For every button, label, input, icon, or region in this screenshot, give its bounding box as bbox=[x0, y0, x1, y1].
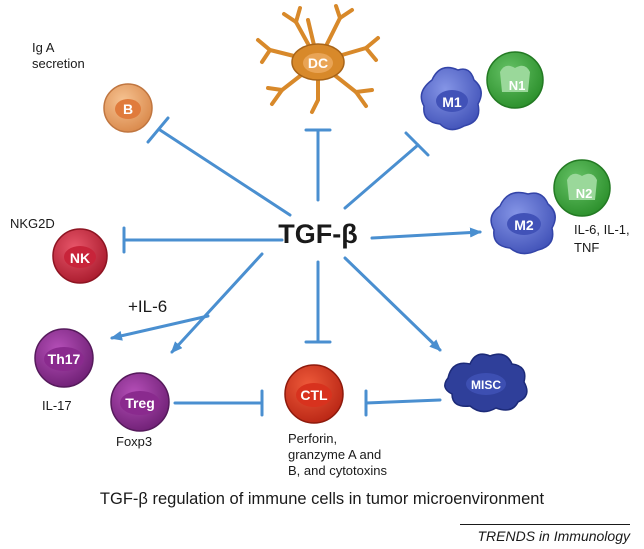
m2-label: M2 bbox=[514, 217, 534, 233]
m1-label: M1 bbox=[442, 94, 462, 110]
nkg2d-annotation: NKG2D bbox=[10, 216, 55, 231]
il6-annotation: +IL-6 bbox=[128, 297, 167, 316]
iga-annotation-line1: Ig A bbox=[32, 40, 55, 55]
b-cell-label: B bbox=[123, 101, 133, 117]
th17-label: Th17 bbox=[48, 351, 81, 367]
inhibit-line-misc-ctl bbox=[364, 398, 442, 405]
arrow-line-treg bbox=[170, 252, 264, 354]
il17-annotation: IL-17 bbox=[42, 398, 72, 413]
treg-label: Treg bbox=[125, 395, 155, 411]
m1-macrophage: M1 bbox=[420, 66, 482, 131]
figure-caption: TGF-β regulation of immune cells in tumo… bbox=[99, 490, 545, 508]
cytokines-annotation-line1: IL-6, IL-1, bbox=[574, 222, 630, 237]
nk-cell: NK bbox=[52, 228, 108, 284]
ctl-annotation-line1: Perforin, bbox=[288, 431, 337, 446]
dc-label: DC bbox=[308, 55, 328, 71]
arrow-line-misc bbox=[343, 256, 442, 352]
misc-cell: MISC bbox=[444, 353, 528, 413]
ctl-annotation-line3: B, and cytotoxins bbox=[288, 463, 387, 478]
journal-label: TRENDS in Immunology bbox=[460, 524, 630, 544]
b-cell: B bbox=[103, 83, 153, 133]
th17-cell: Th17 bbox=[34, 328, 94, 388]
arrow-line-th17 bbox=[110, 314, 210, 341]
foxp3-annotation: Foxp3 bbox=[116, 434, 152, 449]
nk-label: NK bbox=[70, 250, 90, 266]
treg-cell: Treg bbox=[110, 372, 170, 432]
arrow-line-m2 bbox=[370, 227, 482, 240]
n2-neutrophil: N2 bbox=[553, 159, 611, 217]
cytokines-annotation-line2: TNF bbox=[574, 240, 599, 255]
ctl-annotation-line2: granzyme A and bbox=[288, 447, 381, 462]
inhibit-line-m1 bbox=[343, 143, 420, 210]
tgf-beta-label: TGF-β bbox=[278, 219, 357, 249]
n1-neutrophil: N1 bbox=[486, 51, 544, 109]
ctl-cell: CTL bbox=[284, 364, 344, 424]
n1-label: N1 bbox=[509, 78, 526, 93]
dendritic-cell: DC bbox=[256, 4, 380, 114]
inhibit-bar-b bbox=[146, 116, 170, 144]
iga-annotation-line2: secretion bbox=[32, 56, 85, 71]
n2-label: N2 bbox=[576, 186, 593, 201]
inhibit-line-b bbox=[158, 128, 292, 217]
ctl-label: CTL bbox=[300, 387, 328, 403]
inhibit-bar-m1 bbox=[404, 131, 430, 157]
misc-label: MISC bbox=[471, 378, 501, 392]
m2-macrophage: M2 bbox=[490, 191, 556, 255]
